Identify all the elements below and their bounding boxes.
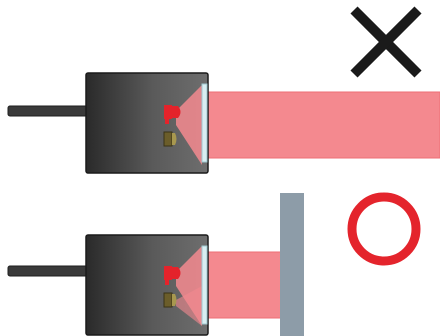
lens-window [201, 83, 208, 163]
reflected-cone [176, 286, 202, 326]
cross-icon [350, 6, 422, 78]
sensor-cable [7, 265, 91, 277]
target-plate [280, 193, 304, 336]
panel-correct [7, 192, 421, 336]
lens-window [201, 245, 208, 325]
receiver-icon [163, 292, 177, 308]
light-beam [207, 91, 440, 159]
panel-incorrect [7, 6, 440, 174]
sensor-body [85, 72, 209, 174]
sensor-cable [7, 105, 91, 117]
sensor-body [85, 234, 209, 336]
receiver-icon [163, 131, 177, 147]
emitter-icon [164, 266, 181, 285]
circle-icon [347, 192, 421, 266]
emitter-icon [164, 105, 181, 124]
emission-cone [176, 85, 202, 165]
light-beam [207, 251, 283, 319]
